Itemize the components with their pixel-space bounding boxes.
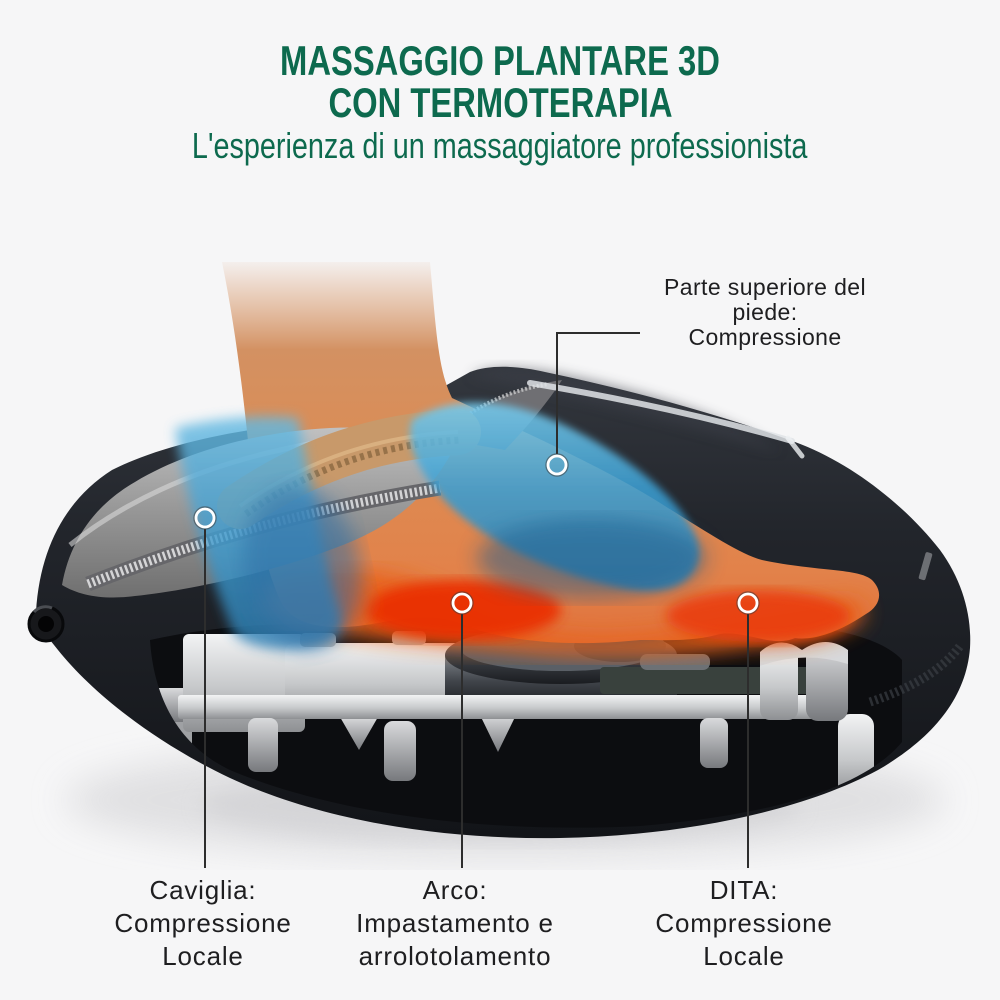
leg-peg-2 — [384, 721, 416, 781]
callout-arch-line-3: arrolotolamento — [358, 941, 552, 971]
heel-airbag — [242, 486, 362, 650]
callout-top-line-3: Compressione — [688, 324, 842, 350]
callout-ankle: Caviglia: Compressione Locale — [53, 874, 353, 973]
callout-leaders — [204, 332, 749, 868]
callout-arch-line-2: Impastamento e — [356, 908, 554, 938]
callout-ankle-line-1: Caviglia: — [149, 875, 257, 905]
brand-mark — [918, 552, 933, 581]
instep-airbag-shade — [477, 518, 707, 598]
callout-toes-line-1: DITA: — [709, 875, 779, 905]
page-subtitle: L'esperienza di un massaggiatore profess… — [192, 125, 808, 166]
callout-ankle-line-3: Locale — [162, 941, 244, 971]
kneading-tooth-2 — [480, 715, 516, 752]
page-title-line-2: CON TERMOTERAPIA — [328, 79, 672, 126]
power-plug — [27, 605, 65, 643]
marker-top-of-foot-icon — [545, 453, 569, 477]
toe-roller-bracket — [760, 642, 848, 721]
callout-arch-line-1: Arco: — [422, 875, 488, 905]
callout-top-of-foot: Parte superiore del piede: Compressione — [640, 275, 890, 350]
callout-arch: Arco: Impastamento e arrolotolamento — [305, 874, 605, 973]
toe-roller-cap — [640, 654, 710, 670]
marker-arch-icon — [450, 591, 474, 615]
callout-top-line-2: piede: — [732, 299, 798, 325]
trim-strip — [527, 380, 805, 459]
kneading-tooth-1 — [340, 717, 378, 750]
leg-peg-3 — [700, 718, 728, 768]
marker-ankle-icon — [193, 506, 217, 530]
page-title-line-1: MASSAGGIO PLANTARE 3D — [280, 37, 720, 84]
marker-toes-icon — [736, 591, 760, 615]
callout-ankle-line-2: Compressione — [114, 908, 292, 938]
callout-toes-line-3: Locale — [703, 941, 785, 971]
compression-zones — [175, 402, 707, 650]
callout-markers — [193, 453, 760, 615]
leg-peg-1 — [248, 718, 278, 772]
callout-toes-line-2: Compressione — [655, 908, 833, 938]
callout-toes: DITA: Compressione Locale — [594, 874, 894, 973]
leader-top-of-foot — [556, 332, 640, 454]
callout-top-line-1: Parte superiore del — [664, 274, 866, 300]
base-rail — [178, 695, 842, 719]
